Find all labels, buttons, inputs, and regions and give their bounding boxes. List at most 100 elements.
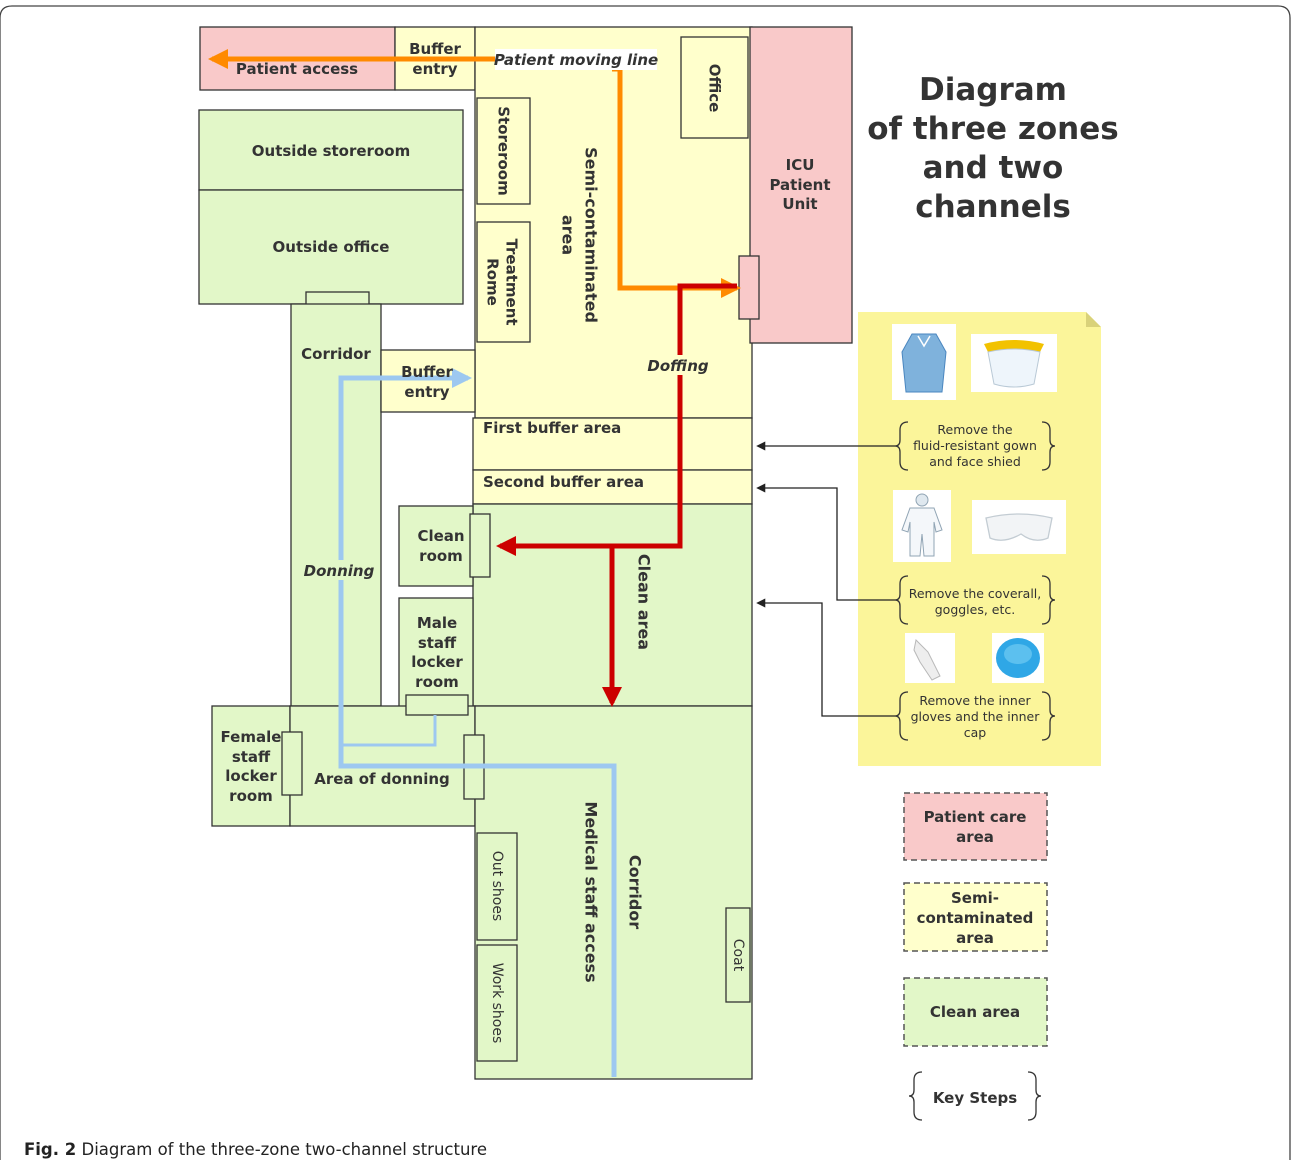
figure-caption: Fig. 2 Diagram of the three-zone two-cha… bbox=[24, 1140, 487, 1159]
icu-label-1: ICU bbox=[786, 156, 815, 174]
legend-semi-label-1: Semi- bbox=[951, 889, 999, 907]
figure-caption-label: Fig. 2 bbox=[24, 1140, 77, 1159]
step2-text-2: goggles, etc. bbox=[935, 602, 1016, 617]
step3-text-1: Remove the inner bbox=[919, 693, 1031, 708]
corridor-left-label: Corridor bbox=[301, 345, 371, 363]
legend-patient-care-label-1: Patient care bbox=[924, 808, 1027, 826]
step3-text-2: gloves and the inner bbox=[911, 709, 1041, 724]
step1-text-1: Remove the bbox=[937, 422, 1013, 437]
legend-clean-swatch bbox=[903, 977, 1048, 1047]
buffer-entry-top-label-1: Buffer bbox=[409, 40, 461, 58]
semi-contaminated-label-1: Semi-contaminated bbox=[582, 147, 601, 323]
donning-label-bg bbox=[302, 560, 376, 580]
buffer-entry-mid-label-1: Buffer bbox=[401, 363, 453, 381]
door-icu bbox=[738, 255, 760, 320]
legend-key-steps-brace-right bbox=[1027, 1071, 1042, 1121]
step3-pointer-arrow bbox=[756, 598, 895, 717]
door-male-locker bbox=[405, 694, 469, 716]
donning-line bbox=[338, 368, 617, 1077]
legend-semi-contaminated-swatch bbox=[903, 882, 1048, 952]
doffing-label: Doffing bbox=[647, 357, 709, 375]
buffer-entry-mid-label-2: entry bbox=[404, 383, 449, 401]
patient-access-label: Patient access bbox=[236, 60, 358, 78]
female-locker-label-1: Female bbox=[221, 728, 282, 746]
door-female-locker bbox=[281, 731, 303, 796]
step2-pointer-arrow bbox=[756, 483, 895, 601]
note-fold-corner bbox=[1086, 312, 1101, 327]
male-locker-label-4: room bbox=[415, 673, 459, 691]
legend-semi-label-2: contaminated bbox=[917, 909, 1034, 927]
legend-key-steps-brace-left bbox=[908, 1071, 923, 1121]
coat-label: Coat bbox=[730, 939, 746, 972]
legend-clean-label: Clean area bbox=[930, 1003, 1020, 1021]
buffer-entry-top-label-2: entry bbox=[412, 60, 457, 78]
icu-patient-unit-zone bbox=[749, 26, 853, 344]
cap-icon bbox=[992, 633, 1044, 683]
doffing-label-bg bbox=[644, 355, 712, 375]
work-shoes-locker bbox=[476, 944, 518, 1062]
step1-text-2: fluid-resistant gown bbox=[913, 438, 1037, 453]
outside-office-label: Outside office bbox=[273, 238, 390, 256]
icu-label-2: Patient bbox=[769, 176, 830, 194]
figure-caption-text: Diagram of the three-zone two-channel st… bbox=[81, 1140, 487, 1159]
storeroom-room bbox=[476, 97, 531, 205]
step1-text-3: and face shied bbox=[929, 454, 1021, 469]
step3-brace-right bbox=[1041, 691, 1056, 741]
face-shield-icon bbox=[971, 334, 1057, 392]
treatment-label-1: Treatment bbox=[503, 238, 521, 325]
diagram-title-line-3: and two bbox=[923, 150, 1064, 186]
legend-semi-label-3: area bbox=[956, 929, 994, 947]
female-locker-room bbox=[211, 705, 291, 827]
clean-area-label: Clean area bbox=[635, 554, 654, 650]
diagram-title-line-2: of three zones bbox=[867, 111, 1118, 147]
buffer-entry-mid-zone bbox=[380, 349, 476, 413]
second-buffer-label: Second buffer area bbox=[483, 473, 644, 491]
clean-room bbox=[398, 505, 474, 587]
donning-label: Donning bbox=[304, 562, 375, 580]
first-buffer-zone bbox=[472, 417, 753, 471]
corridor-left-zone bbox=[290, 303, 382, 707]
male-locker-label-2: staff bbox=[418, 634, 457, 652]
corridor-bottom-label: Corridor bbox=[626, 855, 645, 929]
treatment-label-2: Rome bbox=[484, 258, 502, 306]
outside-storeroom-zone bbox=[198, 109, 464, 191]
coat-rack bbox=[725, 907, 751, 1003]
treatment-room bbox=[476, 221, 531, 343]
out-shoes-locker bbox=[476, 832, 518, 941]
donning-line-male-branch bbox=[343, 715, 437, 747]
doffing-line bbox=[496, 283, 737, 556]
clean-room-label-1: Clean bbox=[417, 527, 464, 545]
female-locker-label-4: room bbox=[229, 787, 273, 805]
female-locker-label-3: locker bbox=[225, 767, 277, 785]
office-label: Office bbox=[706, 64, 724, 113]
out-shoes-label: Out shoes bbox=[489, 851, 505, 921]
patient-moving-line-label: Patient moving line bbox=[494, 51, 658, 69]
storeroom-label: Storeroom bbox=[495, 106, 513, 196]
second-buffer-zone bbox=[472, 469, 753, 505]
step2-text-1: Remove the coverall, bbox=[909, 586, 1042, 601]
step2-brace-right bbox=[1041, 575, 1056, 625]
figure-frame bbox=[0, 5, 1291, 1160]
male-locker-label-1: Male bbox=[417, 614, 457, 632]
door-clean-room bbox=[469, 513, 491, 578]
diagram-title-line-1: Diagram bbox=[919, 72, 1067, 108]
area-of-donning-label: Area of donning bbox=[314, 770, 450, 788]
icu-label-3: Unit bbox=[782, 195, 817, 213]
first-buffer-label: First buffer area bbox=[483, 419, 621, 437]
outside-storeroom-label: Outside storeroom bbox=[252, 142, 410, 160]
patient-moving-line-label-bg bbox=[495, 49, 657, 70]
diagram-title-line-4: channels bbox=[915, 189, 1071, 225]
gown-icon bbox=[892, 324, 956, 400]
legend-patient-care-label-2: area bbox=[956, 828, 994, 846]
legend-key-steps-label: Key Steps bbox=[933, 1089, 1017, 1107]
female-locker-label-2: staff bbox=[232, 748, 271, 766]
step3-text-3: cap bbox=[964, 725, 987, 740]
clean-room-label-2: room bbox=[419, 547, 463, 565]
goggles-icon bbox=[972, 500, 1066, 554]
gloves-icon bbox=[905, 633, 955, 683]
outside-office-zone bbox=[198, 189, 464, 305]
legend-patient-care-swatch bbox=[903, 792, 1048, 861]
step1-brace-right bbox=[1041, 421, 1056, 471]
medical-staff-access-label: Medical staff access bbox=[582, 801, 601, 982]
